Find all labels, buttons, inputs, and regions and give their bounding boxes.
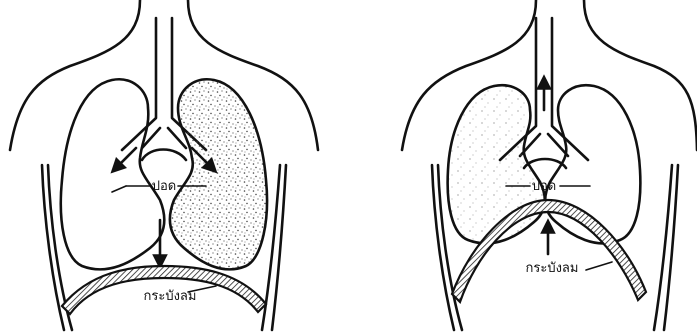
right-diagram: ปอด กระบังลม bbox=[402, 0, 697, 330]
left-diagram: ปอด กระบังลม bbox=[10, 0, 318, 330]
left-diaphragm-label: กระบังลม bbox=[144, 289, 197, 304]
left-lung-a bbox=[61, 79, 165, 269]
right-lung-a bbox=[448, 85, 545, 243]
left-heart bbox=[142, 150, 186, 161]
right-lung-label: ปอด bbox=[532, 179, 557, 194]
right-diaphragm-label: กระบังลม bbox=[526, 261, 579, 276]
left-body-outline bbox=[10, 0, 140, 150]
left-lung-label: ปอด bbox=[152, 179, 177, 194]
left-lung-b bbox=[170, 79, 267, 269]
